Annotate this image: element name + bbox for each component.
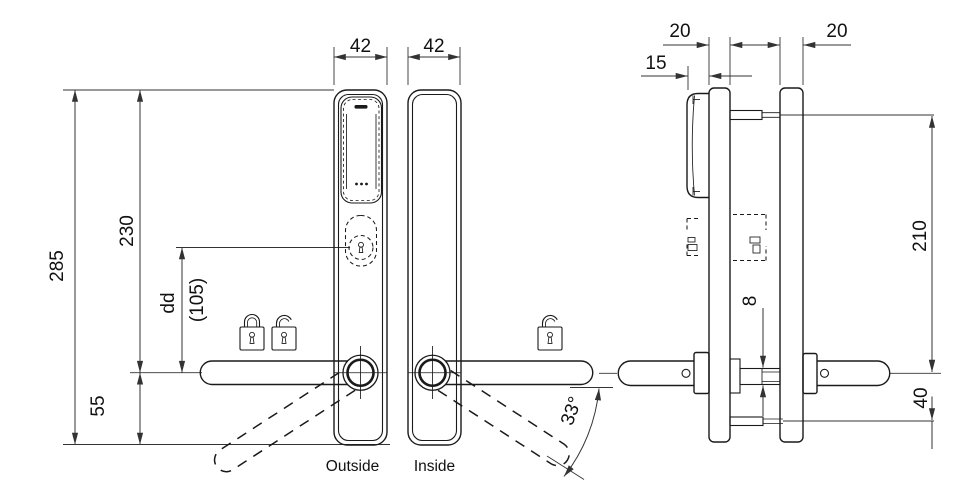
inside-plate-inner-outline (411, 93, 458, 442)
dimension-handle-to-bottom: 55 (88, 372, 144, 445)
dim-20-outside-label: 20 (669, 21, 690, 42)
extension-lines (63, 37, 941, 445)
dimension-inside-plate-depth: 20 (803, 21, 851, 49)
outside-plate-side (708, 87, 731, 443)
cylinder-area (344, 214, 378, 267)
reader-dots (355, 182, 368, 186)
spindle (729, 358, 781, 394)
dim-33-label: 33° (557, 394, 587, 428)
dimension-top-to-handle: 230 (117, 90, 144, 373)
card-reader-module (340, 96, 383, 204)
dimension-spindle: 8 (740, 296, 767, 416)
padlock-closed-icon (239, 314, 265, 351)
side-view (617, 87, 891, 443)
lower-fixing-screw (729, 416, 783, 427)
cylinder-side-hidden-detail (686, 213, 767, 262)
dim-dd-label: dd (158, 292, 179, 313)
dim-285-label: 285 (47, 250, 68, 282)
dimension-outside-plate-depth: 20 (663, 21, 780, 49)
dim-40-label: 40 (911, 387, 932, 408)
reader-housing-side (686, 92, 709, 199)
keyhole-icon (358, 241, 364, 254)
dim-230-label: 230 (117, 215, 138, 247)
inside-handle-lever (432, 360, 594, 386)
inside-handle-rotated-dashed (437, 369, 570, 467)
dim-105-label: (105) (187, 278, 208, 322)
inside-view-label: Inside (414, 458, 455, 475)
inside-plate-outline (407, 89, 462, 446)
dimension-inside-plate-width: 42 (408, 36, 460, 61)
outside-handle-side (617, 351, 710, 395)
padlock-open-icon (537, 314, 563, 351)
handle-swing-annotation: 33° (546, 387, 613, 480)
outside-handle-lever (199, 360, 372, 386)
handle-screw-hole (819, 368, 830, 378)
dimension-reader-projection: 15 (641, 53, 752, 80)
dim-55-label: 55 (88, 395, 109, 416)
outside-view-label: Outside (326, 458, 379, 475)
dim-42-outside-label: 42 (350, 36, 371, 57)
outside-plate-inner-outline (337, 93, 384, 442)
dim-20-inside-label: 20 (826, 21, 847, 42)
dim-210-label: 210 (910, 220, 931, 252)
outside-plate-outline (333, 89, 388, 446)
dim-8-label: 8 (740, 296, 761, 307)
inside-plate-side (779, 87, 804, 443)
dimension-overall-height: 285 (47, 90, 79, 445)
handle-screw-hole (681, 368, 691, 378)
reader-led-slot (354, 105, 368, 109)
dimension-outside-plate-width: 42 (334, 36, 387, 61)
upper-fixing-screw (729, 109, 780, 121)
dimension-cylinder-to-handle: dd (105) (158, 247, 208, 373)
dim-42-inside-label: 42 (423, 36, 444, 57)
outside-handle-rotated-dashed (213, 369, 356, 473)
inside-handle-side (802, 352, 891, 395)
front-view-outside (199, 89, 388, 473)
front-view-inside (407, 89, 594, 467)
dimension-handle-to-lower-fixing: 40 (911, 348, 936, 449)
dimension-fixing-centres: 210 (910, 116, 936, 372)
padlock-open-icon (271, 314, 297, 351)
dim-15-label: 15 (645, 53, 666, 74)
